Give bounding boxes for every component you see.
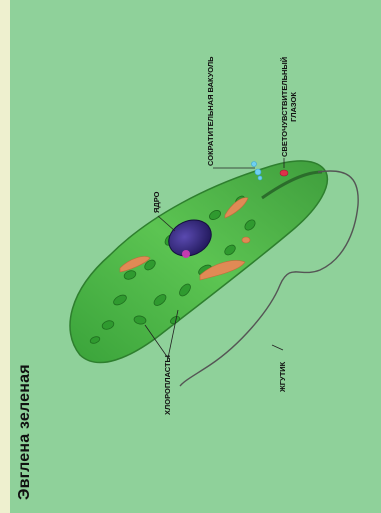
cell-body [70,161,327,363]
label-contractile-vacuole: СОКРАТИТЕЛЬНАЯ ВАКУОЛЬ [206,56,215,166]
label-nucleus: ЯДРО [152,192,161,213]
diagram-title: Эвглена зеленая [16,364,34,500]
nucleolus [182,250,190,258]
label-chloroplasts: ХЛОРОПЛАСТЫ [163,355,172,415]
label-eyespot: СВЕТОЧУВСТВИТЕЛЬНЫЙ ГЛАЗОК [280,57,298,157]
eyespot [280,170,288,176]
label-flagellum: ЖГУТИК [278,362,287,392]
label-eyespot-line2: ГЛАЗОК [289,57,298,157]
label-eyespot-line1: СВЕТОЧУВСТВИТЕЛЬНЫЙ [280,57,289,157]
